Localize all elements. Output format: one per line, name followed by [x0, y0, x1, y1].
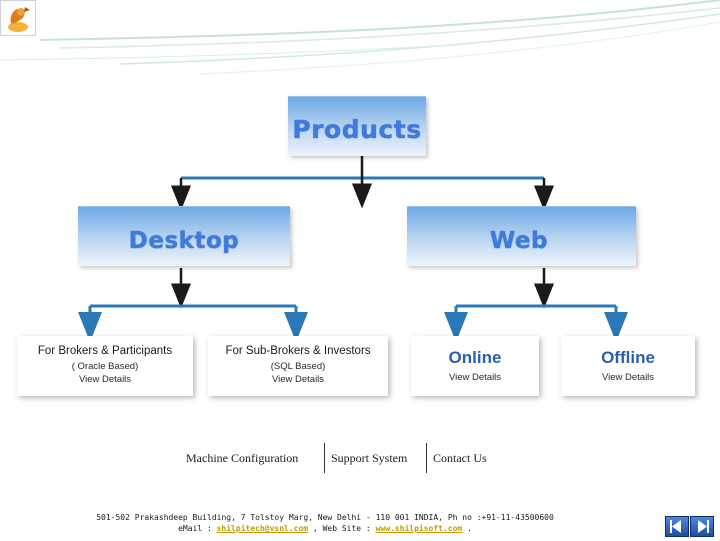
desktop-box[interactable]: Desktop — [78, 206, 290, 266]
card-brokers-title: For Brokers & Participants — [37, 345, 173, 357]
card-online-view-details-link[interactable]: View Details — [448, 372, 502, 383]
footer-website-link[interactable]: www.shilpisoft.com — [375, 524, 463, 533]
menu-divider — [426, 443, 427, 473]
products-title: Products — [292, 115, 422, 144]
card-brokers-subtitle: ( Oracle Based) — [71, 361, 139, 372]
root-connector — [171, 156, 554, 211]
next-slide-button[interactable] — [690, 516, 714, 537]
footer-email-label: eMail : — [178, 524, 217, 533]
prev-slide-button[interactable] — [665, 516, 689, 537]
footer-website-label: , Web Site : — [308, 524, 376, 533]
card-offline-view-details-link[interactable]: View Details — [601, 372, 655, 383]
footer-email-link[interactable]: shilpitech@vsnl.com — [216, 524, 309, 533]
rewind-icon — [670, 520, 681, 533]
card-sub-brokers-view-details-link[interactable]: View Details — [271, 374, 325, 385]
card-brokers[interactable]: For Brokers & Participants ( Oracle Base… — [17, 336, 193, 396]
card-online-title: Online — [448, 348, 502, 367]
card-online[interactable]: Online View Details — [411, 336, 539, 396]
menu-support-system[interactable]: Support System — [331, 451, 408, 465]
card-sub-brokers-title: For Sub-Brokers & Investors — [225, 345, 371, 357]
products-box: Products — [288, 96, 426, 156]
desktop-title: Desktop — [128, 228, 240, 254]
forward-icon — [698, 520, 709, 533]
footer-end: . — [462, 524, 472, 533]
decorative-swoosh — [0, 0, 720, 75]
card-sub-brokers-subtitle: (SQL Based) — [270, 361, 326, 372]
web-title: Web — [489, 228, 548, 254]
web-connector — [444, 268, 628, 342]
card-offline[interactable]: Offline View Details — [561, 336, 695, 396]
footer-address: 501-502 Prakashdeep Building, 7 Tolstoy … — [96, 513, 554, 522]
footer-contact-line: eMail : shilpitech@vsnl.com , Web Site :… — [0, 524, 650, 533]
logo-icon — [8, 7, 30, 32]
web-box[interactable]: Web — [407, 206, 636, 266]
company-logo — [0, 0, 36, 36]
card-sub-brokers[interactable]: For Sub-Brokers & Investors (SQL Based) … — [208, 336, 388, 396]
card-offline-title: Offline — [601, 348, 655, 367]
desktop-connector — [78, 268, 308, 342]
card-brokers-view-details-link[interactable]: View Details — [78, 374, 132, 385]
menu-machine-configuration[interactable]: Machine Configuration — [186, 451, 299, 465]
menu-divider — [324, 443, 325, 473]
menu-contact-us[interactable]: Contact Us — [433, 451, 487, 465]
